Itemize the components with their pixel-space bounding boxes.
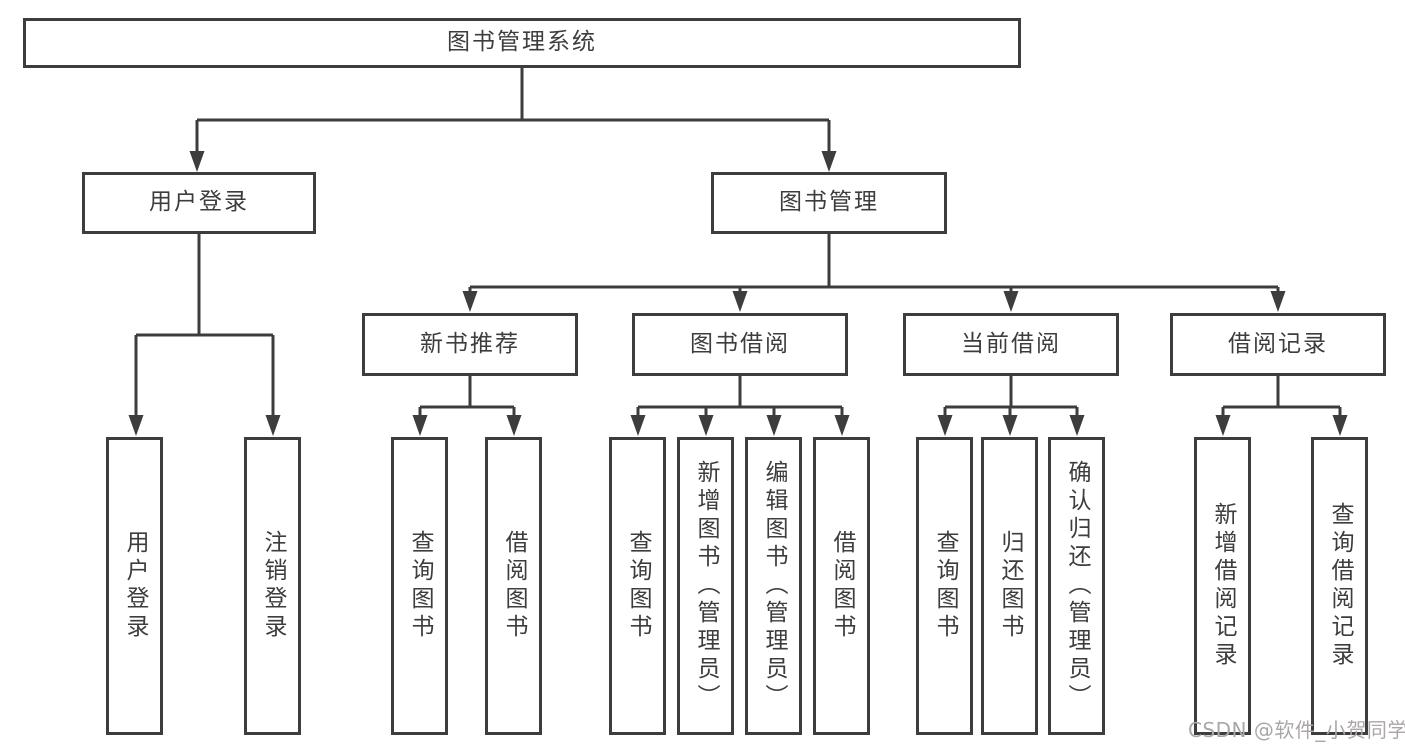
- node-borrow-records: 借阅记录: [1170, 313, 1386, 376]
- leaf-add-book-admin: 新增图书（管理员）: [677, 437, 734, 735]
- leaf-query-books-current: 查询图书: [916, 437, 973, 735]
- node-system-root: 图书管理系统: [23, 18, 1021, 68]
- csdn-watermark: CSDN @软件_小贺同学: [1188, 718, 1405, 742]
- leaf-borrow-books: 借阅图书: [813, 437, 870, 735]
- node-current-borrow: 当前借阅: [903, 313, 1119, 376]
- leaf-confirm-return-admin: 确认归还（管理员）: [1048, 437, 1105, 735]
- connector-lines: [134, 68, 1342, 417]
- leaf-edit-book-admin: 编辑图书（管理员）: [745, 437, 802, 735]
- leaf-query-books-recommend: 查询图书: [391, 437, 448, 735]
- node-book-management: 图书管理: [711, 172, 947, 234]
- node-new-book-recommend: 新书推荐: [362, 313, 578, 376]
- leaf-user-login: 用户登录: [106, 437, 163, 735]
- leaf-add-borrow-record: 新增借阅记录: [1194, 437, 1251, 735]
- node-user-login-branch: 用户登录: [82, 172, 316, 234]
- leaf-query-borrow-record: 查询借阅记录: [1311, 437, 1368, 735]
- arrowhead-icons: [128, 151, 1348, 436]
- node-book-borrow: 图书借阅: [632, 313, 848, 376]
- leaf-logout: 注销登录: [244, 437, 301, 735]
- leaf-query-books-borrow: 查询图书: [609, 437, 666, 735]
- leaf-borrow-books-recommend: 借阅图书: [485, 437, 542, 735]
- leaf-return-book: 归还图书: [981, 437, 1038, 735]
